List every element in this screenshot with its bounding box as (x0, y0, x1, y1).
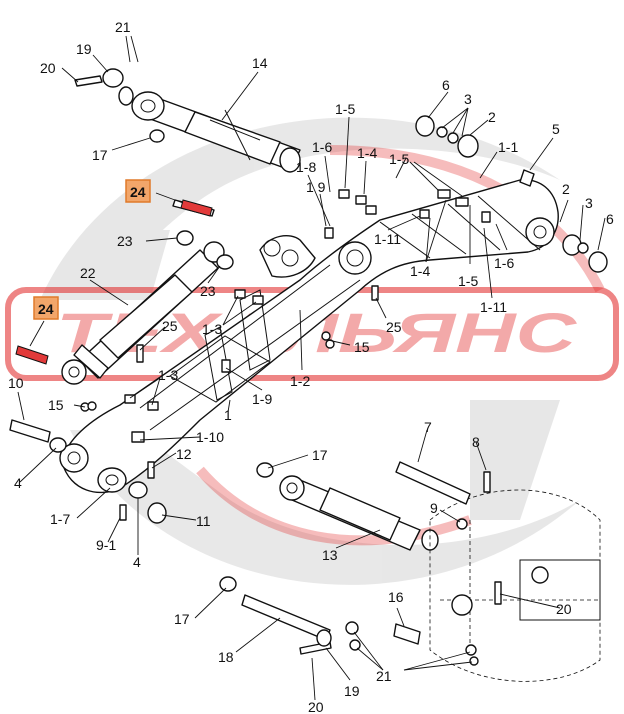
label-23-top: 23 (117, 233, 133, 249)
label-17-mid: 17 (312, 447, 328, 463)
label-1-11-low: 1-11 (480, 299, 507, 315)
label-1: 1 (224, 407, 232, 423)
label-3-right: 3 (585, 195, 593, 211)
label-1-4-low: 1-4 (410, 263, 430, 279)
label-9-1: 9-1 (96, 537, 116, 553)
label-22: 22 (80, 265, 96, 281)
label-1-11-top: 1-11 (374, 231, 401, 247)
label-1-3-low: 1-3 (158, 367, 178, 383)
label-3-top: 3 (464, 91, 472, 107)
label-4-left: 4 (14, 475, 22, 491)
bucket-cylinder-13 (279, 475, 439, 551)
label-15-right: 15 (354, 339, 370, 355)
label-1-6-low: 1-6 (494, 255, 514, 271)
label-24-top: 24 (130, 184, 146, 200)
label-1-7: 1-7 (50, 511, 70, 527)
label-18: 18 (218, 649, 234, 665)
label-24-left: 24 (38, 301, 54, 317)
label-9: 9 (430, 500, 438, 516)
label-16: 16 (388, 589, 404, 605)
label-25-right: 25 (386, 319, 402, 335)
label-1-6-top: 1-6 (312, 139, 332, 155)
label-21-top: 21 (115, 19, 131, 35)
label-17-low: 17 (174, 611, 190, 627)
label-6-top: 6 (442, 77, 450, 93)
label-6-right: 6 (606, 211, 614, 227)
leader-lines (17, 35, 606, 701)
label-20-top: 20 (40, 60, 56, 76)
pins-and-hardware (9, 68, 608, 666)
label-1-8: 1-8 (296, 159, 316, 175)
label-20-right: 20 (556, 601, 572, 617)
part-labels: 21 19 20 14 17 6 3 2 5 1-1 1-5 1-6 1-4 1… (8, 19, 614, 714)
label-13: 13 (322, 547, 338, 563)
watermark-swoosh (40, 117, 580, 585)
highlighted-pin-top (180, 199, 213, 217)
label-box-24-left (33, 296, 59, 320)
label-12: 12 (176, 446, 192, 462)
label-4-low: 4 (133, 554, 141, 570)
label-5: 5 (552, 121, 560, 137)
label-2-right: 2 (562, 181, 570, 197)
label-23-mid: 23 (200, 283, 216, 299)
label-1-4-top: 1-4 (357, 145, 377, 161)
label-2-top: 2 (488, 109, 496, 125)
label-1-2: 1-2 (290, 373, 310, 389)
bucket-outline (429, 489, 601, 682)
label-10: 10 (8, 375, 24, 391)
label-17-top: 17 (92, 147, 108, 163)
label-19-top: 19 (76, 41, 92, 57)
label-1-5-mid: 1-5 (389, 151, 409, 167)
label-7: 7 (424, 419, 432, 435)
label-1-10: 1-10 (196, 429, 224, 445)
boom-cylinder-22 (61, 241, 225, 385)
label-15-left: 15 (48, 397, 64, 413)
arm-cylinder-14 (131, 91, 301, 173)
label-11: 11 (196, 513, 211, 529)
highlighted-parts-24 (15, 179, 213, 365)
label-box-24-top (125, 179, 151, 203)
label-21-low: 21 (376, 668, 392, 684)
label-1-1: 1-1 (498, 139, 518, 155)
label-1-5-top: 1-5 (335, 101, 355, 117)
highlighted-pin-left (15, 345, 49, 365)
label-25-left: 25 (162, 318, 178, 334)
label-1-3-top: 1-3 (202, 321, 222, 337)
label-19-low: 19 (344, 683, 360, 699)
label-1-9-low: 1-9 (252, 391, 272, 407)
label-1-9-top: 1 9 (306, 179, 326, 195)
label-1-5-low: 1-5 (458, 273, 478, 289)
label-14: 14 (252, 55, 268, 71)
label-20-low: 20 (308, 699, 324, 714)
label-8: 8 (472, 434, 480, 450)
main-boom (59, 179, 559, 494)
